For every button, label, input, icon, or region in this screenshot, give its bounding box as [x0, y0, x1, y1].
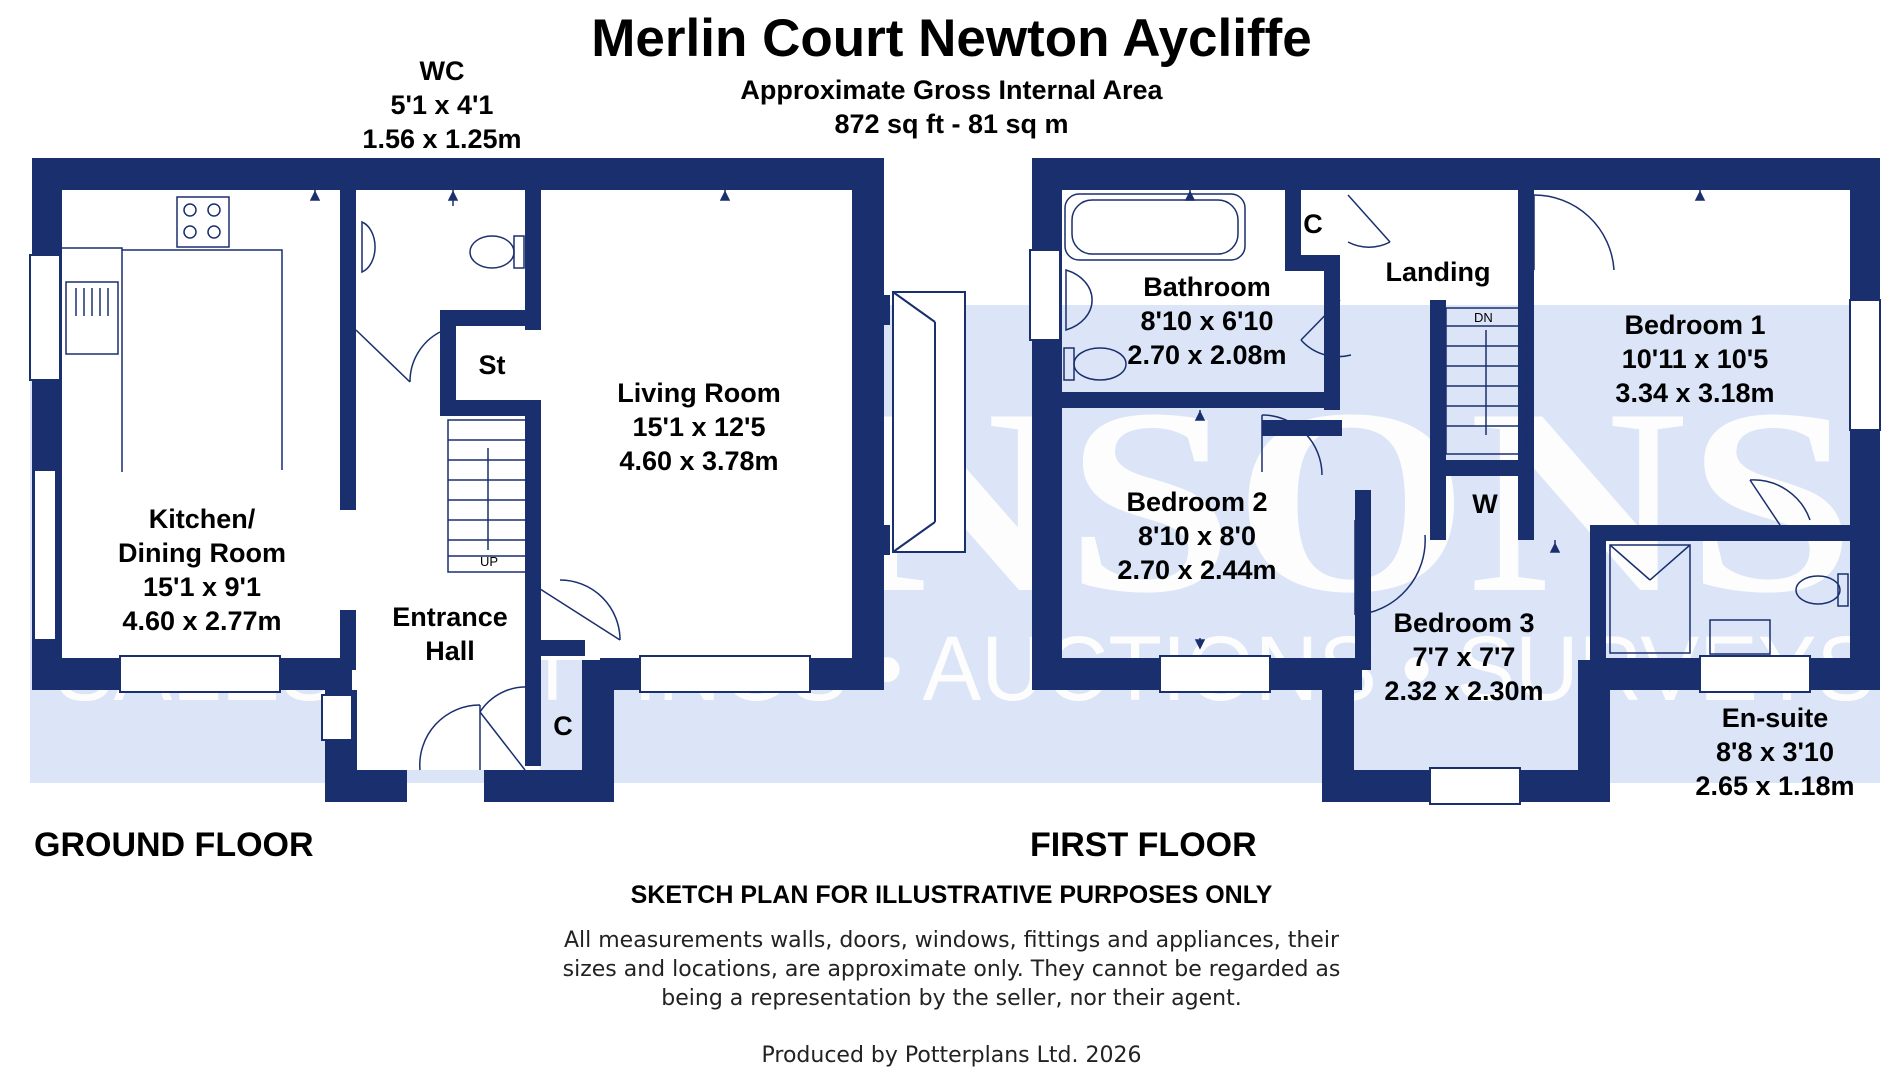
ground-floor-plan: [60, 190, 880, 770]
page-title: Merlin Court Newton Aycliffe: [591, 9, 1312, 68]
disclaimer-line-2: sizes and locations, are approximate onl…: [562, 957, 1341, 982]
disclaimer-line-3: being a representation by the seller, no…: [661, 986, 1242, 1011]
ground-floor-label: GROUND FLOOR: [34, 826, 314, 864]
room-ensuite: En-suite 8'8 x 3'10 2.65 x 1.18m: [1695, 701, 1854, 803]
room-landing-cupboard: C: [1303, 209, 1323, 239]
sink-icon: [65, 281, 119, 355]
room-wc-metric: 1.56 x 1.25m: [362, 124, 522, 154]
room-hall: Entrance Hall: [392, 600, 508, 668]
room-bedroom1-imperial: 10'11 x 10'5: [1621, 344, 1769, 374]
stairs-up: [447, 419, 529, 573]
room-kitchen-imperial: 15'1 x 9'1: [143, 572, 261, 602]
dimension-arrows: [309, 190, 1706, 650]
room-ensuite-name: En-suite: [1721, 703, 1829, 733]
worktop: [62, 247, 123, 472]
room-bathroom-imperial: 8'10 x 6'10: [1140, 306, 1274, 336]
gross-area-value: 872 sq ft - 81 sq m: [834, 109, 1069, 139]
room-bathroom: Bathroom 8'10 x 6'10 2.70 x 2.08m: [1127, 270, 1286, 372]
stairs-down-label: DN: [1474, 310, 1493, 325]
room-bedroom1: Bedroom 1 10'11 x 10'5 3.34 x 3.18m: [1615, 308, 1774, 410]
room-bedroom2-name: Bedroom 2: [1126, 487, 1268, 517]
first-floor-fittings: [1063, 193, 1849, 655]
disclaimer-line-1: All measurements walls, doors, windows, …: [563, 928, 1340, 953]
hob-icon: [176, 196, 230, 248]
gross-area-label: Approximate Gross Internal Area: [740, 75, 1163, 105]
room-bedroom3: Bedroom 3 7'7 x 7'7 2.32 x 2.30m: [1384, 606, 1543, 708]
room-hall-name-2: Hall: [425, 636, 475, 666]
room-hall-name-1: Entrance: [392, 602, 508, 632]
producer-credit: Produced by Potterplans Ltd. 2026: [761, 1043, 1142, 1068]
room-bedroom2-metric: 2.70 x 2.44m: [1117, 555, 1277, 585]
room-bedroom3-name: Bedroom 3: [1393, 608, 1535, 638]
ground-floor-windows: [29, 254, 966, 741]
ensuite-basin-icon: [1709, 619, 1771, 655]
room-kitchen-metric: 4.60 x 2.77m: [122, 606, 282, 636]
room-wc: WC 5'1 x 4'1 1.56 x 1.25m: [362, 54, 521, 156]
basin-icon: [361, 220, 376, 274]
first-floor-windows: [1029, 249, 1881, 805]
room-bathroom-metric: 2.70 x 2.08m: [1127, 340, 1287, 370]
room-living-imperial: 15'1 x 12'5: [632, 412, 766, 442]
room-living: Living Room 15'1 x 12'5 4.60 x 3.78m: [617, 376, 781, 478]
room-kitchen-name-1: Kitchen/: [148, 504, 256, 534]
room-hall-cupboard: C: [553, 711, 573, 741]
first-floor-walls: [1032, 158, 1880, 802]
room-store: St: [478, 350, 506, 380]
room-kitchen-name-2: Dining Room: [118, 538, 286, 568]
bath-icon: [1064, 193, 1246, 261]
room-wardrobe: W: [1472, 489, 1498, 519]
room-bedroom3-imperial: 7'7 x 7'7: [1412, 642, 1516, 672]
ensuite-wc-icon: [1795, 575, 1841, 605]
room-bathroom-name: Bathroom: [1143, 272, 1271, 302]
room-ensuite-imperial: 8'8 x 3'10: [1716, 737, 1834, 767]
room-bedroom1-metric: 3.34 x 3.18m: [1615, 378, 1775, 408]
room-bedroom2-imperial: 8'10 x 8'0: [1138, 521, 1256, 551]
ground-floor-fittings: [62, 196, 621, 771]
room-bedroom2: Bedroom 2 8'10 x 8'0 2.70 x 2.44m: [1117, 485, 1276, 587]
bathroom-basin-icon: [1065, 268, 1093, 332]
room-wc-imperial: 5'1 x 4'1: [390, 90, 494, 120]
room-ensuite-metric: 2.65 x 1.18m: [1695, 771, 1855, 801]
room-wc-name: WC: [419, 56, 465, 86]
room-bedroom3-metric: 2.32 x 2.30m: [1384, 676, 1544, 706]
room-kitchen: Kitchen/ Dining Room 15'1 x 9'1 4.60 x 2…: [118, 502, 286, 638]
stairs-up-label: UP: [480, 554, 499, 569]
shower-icon: [1609, 544, 1691, 654]
room-bedroom1-name: Bedroom 1: [1624, 310, 1766, 340]
first-floor-label: FIRST FLOOR: [1030, 826, 1257, 864]
disclaimer-heading: SKETCH PLAN FOR ILLUSTRATIVE PURPOSES ON…: [630, 881, 1273, 909]
room-landing: Landing: [1385, 257, 1491, 287]
room-living-name: Living Room: [617, 378, 781, 408]
stairs-down: [1445, 307, 1527, 455]
room-living-metric: 4.60 x 3.78m: [619, 446, 779, 476]
